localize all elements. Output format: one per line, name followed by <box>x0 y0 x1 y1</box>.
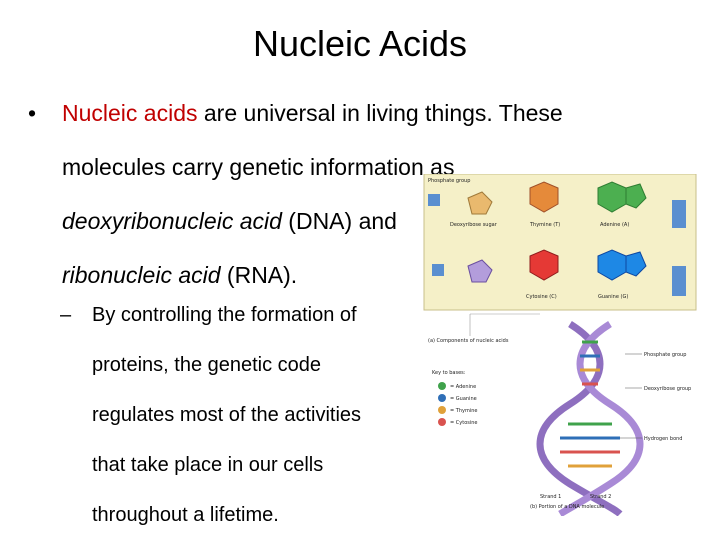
highlight-term: Nucleic acids <box>62 100 198 126</box>
dna-term: deoxyribonucleic acid <box>62 208 282 234</box>
sub-line-5: throughout a lifetime. <box>92 504 279 526</box>
label-phosphate: Phosphate group <box>428 178 470 184</box>
key-swatch-thymine <box>438 406 446 414</box>
bullet-line-1: Nucleic acids are universal in living th… <box>62 86 668 140</box>
bullet-line-2: molecules carry genetic information as <box>62 154 455 180</box>
guanine-ring-2 <box>625 251 647 277</box>
bullet-marker: • <box>28 100 37 126</box>
sugar-shape-1 <box>467 191 493 215</box>
label-thymine: Thymine (T) <box>529 222 560 228</box>
cytosine-ring <box>529 249 559 281</box>
label-phosphate-group: Phosphate group <box>644 352 686 358</box>
main-bullet: • Nucleic acids are universal in living … <box>28 86 668 302</box>
phosphate-icon-3 <box>672 200 686 228</box>
bullet-line-1-rest: are universal in living things. These <box>197 100 563 126</box>
sub-line-2: proteins, the genetic code <box>92 354 322 376</box>
key-item-cytosine: = Cytosine <box>450 420 478 426</box>
key-swatch-cytosine <box>438 418 446 426</box>
phosphate-icon-4 <box>672 266 686 296</box>
bullet-text: Nucleic acids are universal in living th… <box>62 86 668 302</box>
dna-figure: Phosphate group Deoxyribose sugar Thymin… <box>420 174 718 516</box>
key-item-guanine: = Guanine <box>450 396 477 402</box>
key-title: Key to bases: <box>432 370 466 376</box>
key-swatch-adenine <box>438 382 446 390</box>
label-hydrogen-bond: Hydrogen bond <box>644 436 682 442</box>
label-strand-1: Strand 1 <box>540 494 561 500</box>
sub-bullet-marker: – <box>60 304 72 326</box>
helix-strand-1 <box>536 321 623 516</box>
label-adenine: Adenine (A) <box>600 222 629 228</box>
dna-rest: (DNA) and <box>281 208 397 234</box>
dna-illustration: Phosphate group Deoxyribose sugar Thymin… <box>423 174 697 516</box>
caption-a: (a) Components of nucleic acids <box>428 338 509 344</box>
label-deoxyribose-group: Deoxyribose group <box>644 386 691 392</box>
helix-strand-2 <box>558 321 644 516</box>
caption-b: (b) Portion of a DNA molecule <box>530 504 604 510</box>
key-item-adenine: = Adenine <box>450 384 476 390</box>
sub-line-4: that take place in our cells <box>92 454 324 476</box>
thymine-ring <box>529 181 559 213</box>
rna-rest: (RNA). <box>220 262 298 288</box>
sub-bullet: – By controlling the formation of protei… <box>60 290 400 540</box>
label-strand-2: Strand 2 <box>590 494 611 500</box>
components-panel <box>423 174 697 311</box>
label-sugar: Deoxyribose sugar <box>450 222 498 228</box>
rna-term: ribonucleic acid <box>62 262 221 288</box>
bullet-line-3: deoxyribonucleic acid (DNA) and <box>62 194 668 248</box>
phosphate-icon-2 <box>432 264 444 276</box>
slide-title: Nucleic Acids <box>252 23 468 64</box>
phosphate-icon <box>428 194 440 206</box>
key-item-thymine: = Thymine <box>450 408 477 414</box>
sub-line-1: By controlling the formation of <box>92 304 357 326</box>
bullet-line-4: ribonucleic acid (RNA). <box>62 248 668 302</box>
label-guanine: Guanine (G) <box>598 294 628 300</box>
adenine-ring-2 <box>625 183 647 209</box>
label-cytosine: Cytosine (C) <box>526 294 557 300</box>
sugar-shape-2 <box>467 259 493 283</box>
sub-line-3: regulates most of the activities <box>92 404 362 426</box>
key-swatch-guanine <box>438 394 446 402</box>
